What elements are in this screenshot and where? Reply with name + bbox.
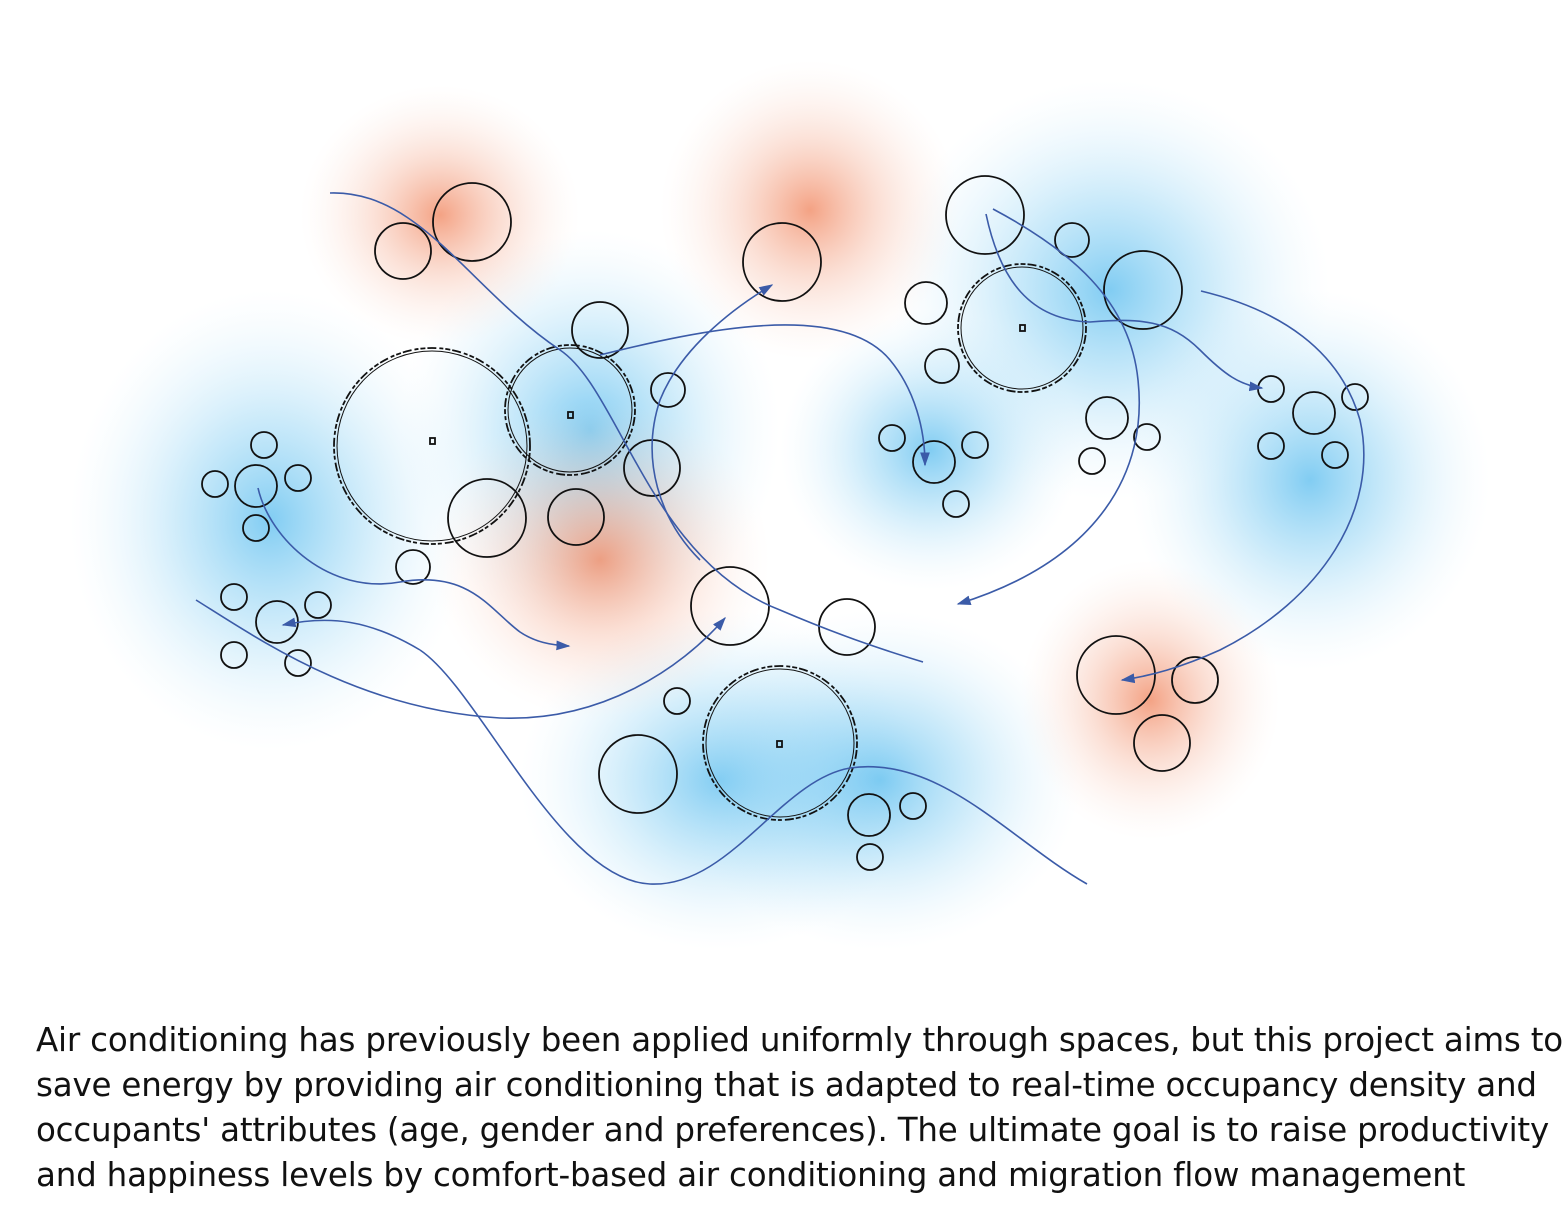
occupant-circle [904, 281, 948, 325]
occupant-circle [942, 490, 970, 518]
occupant-circle [1103, 250, 1183, 330]
occupant-circle [1133, 714, 1191, 772]
occupant-circle [1257, 432, 1285, 460]
flow-line [195, 599, 726, 719]
occupant-circle [447, 478, 527, 558]
occupant-circle [961, 431, 989, 459]
flow-line [329, 192, 924, 663]
cluster-outline [333, 347, 531, 545]
caption-line: occupants' attributes (age, gender and p… [36, 1111, 1550, 1149]
caption-line: save energy by providing air conditionin… [36, 1066, 1537, 1104]
occupant-circle [284, 464, 312, 492]
occupant-circle [1321, 441, 1349, 469]
occupant-circle [571, 301, 629, 359]
cluster-center [567, 411, 574, 419]
flow-line [985, 213, 1264, 392]
cluster-outline [507, 347, 633, 473]
flow-line [599, 324, 930, 467]
occupant-circle [242, 514, 270, 542]
caption-line: Air conditioning has previously been app… [36, 1021, 1563, 1059]
occupant-circle [220, 583, 248, 611]
occupant-circle [284, 649, 312, 677]
warm-zone [300, 85, 580, 345]
occupant-circle [547, 488, 605, 546]
warm-zone [1020, 560, 1280, 840]
occupant-circle [1076, 635, 1156, 715]
warm-zone [660, 60, 960, 360]
occupant-circle [1133, 423, 1161, 451]
occupant-circle [250, 431, 278, 459]
occupant-circle [1054, 222, 1090, 258]
cluster-outline [336, 350, 528, 542]
occupant-circle [304, 591, 332, 619]
flow-line [1120, 290, 1365, 684]
cluster-center [429, 437, 436, 445]
cool-zone [680, 610, 1080, 950]
cluster-outline [702, 665, 858, 821]
occupant-clusters [333, 263, 1087, 821]
occupant-circle [395, 549, 431, 585]
flow-line [281, 617, 421, 651]
flow-line [651, 284, 774, 561]
occupant-circle [1078, 447, 1106, 475]
caption-line: and happiness levels by comfort-based ai… [36, 1156, 1466, 1194]
flow-line [956, 208, 1140, 605]
occupant-circle [201, 470, 229, 498]
occupant-circle [899, 792, 927, 820]
occupant-circle [663, 687, 691, 715]
cluster-outline [504, 344, 636, 476]
occupant-circle [742, 222, 822, 302]
occupant-circle [847, 793, 891, 837]
occupant-circle [924, 348, 960, 384]
occupant-circle [1292, 391, 1336, 435]
warm-zone [430, 400, 770, 720]
occupant-circle [1085, 396, 1129, 440]
occupant-circle [650, 372, 686, 408]
occupant-circle [878, 424, 906, 452]
occupant-circle [220, 641, 248, 669]
airflow-diagram [70, 60, 1490, 950]
occupant-circle [1171, 656, 1219, 704]
occupants [201, 175, 1369, 871]
cluster-center [1019, 324, 1026, 332]
occupant-circle [818, 598, 876, 656]
occupant-circle [234, 464, 278, 508]
occupant-circle [374, 222, 432, 280]
flow-line [257, 487, 571, 651]
cluster-outline [705, 668, 855, 818]
cool-zone [70, 290, 470, 750]
occupant-circle [856, 843, 884, 871]
caption-text: Air conditioning has previously been app… [36, 1018, 1563, 1198]
occupant-circle [945, 175, 1025, 255]
thermal-zones [70, 60, 1490, 950]
occupant-circle [1341, 383, 1369, 411]
cool-zone [1130, 290, 1490, 670]
cluster-outline [957, 263, 1087, 393]
occupant-circle [432, 182, 512, 262]
occupant-circle [912, 440, 956, 484]
cluster-center [776, 740, 783, 748]
flow-lines [195, 192, 1365, 885]
occupant-circle [598, 734, 678, 814]
flow-line [419, 649, 1088, 885]
cluster-outline [960, 266, 1084, 390]
